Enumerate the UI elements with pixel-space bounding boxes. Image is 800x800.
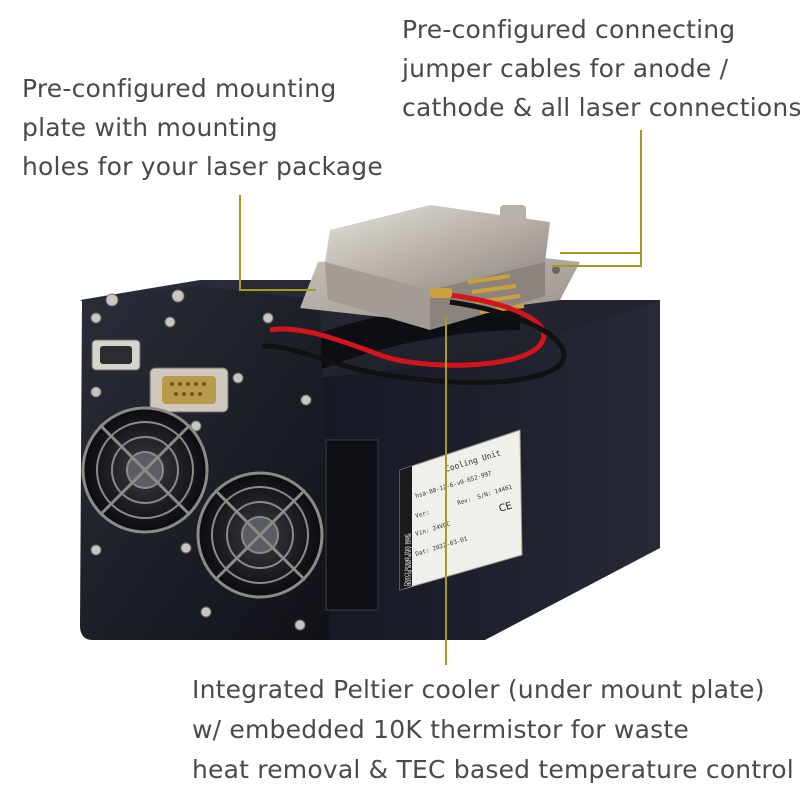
label-rev: Rev: [457,496,473,507]
db-connector-small [91,339,141,371]
db-connector-large [149,367,229,413]
callout-line: Pre-configured mounting [22,74,337,103]
label-ce: CE [498,500,514,514]
leader-line-jumper [552,130,642,267]
callout-line: w/ embedded 10K thermistor for waste [192,715,689,744]
label-seal: Don't break this seal [404,534,410,586]
fan-right [196,471,324,599]
laser-package [325,205,550,330]
label-seal-sub: during warranty time [407,533,413,586]
label-ver: Ver: [415,509,431,520]
fan-left [81,406,209,534]
callout-mounting-plate: Pre-configured mounting plate with mount… [22,69,383,186]
callout-line: jumper cables for anode / [402,54,729,83]
callout-line: Pre-configured connecting [402,15,736,44]
product-label: Cooling Unit hsa-80-12-6-v0-652-997 Ver:… [399,429,523,591]
red-wire [269,291,547,368]
callout-line: plate with mounting [22,113,278,142]
callout-line: holes for your laser package [22,152,383,181]
callout-peltier-cooler: Integrated Peltier cooler (under mount p… [192,670,794,790]
leader-line-mounting [239,195,316,291]
callout-jumper-cables: Pre-configured connecting jumper cables … [402,10,800,127]
screws [90,289,314,631]
callout-line: cathode & all laser connections [402,93,800,122]
red-connector [430,288,452,298]
black-wire [261,299,567,385]
callout-line: Integrated Peltier cooler (under mount p… [192,675,765,704]
side-fan [325,439,379,611]
callout-line: heat removal & TEC based temperature con… [192,755,794,784]
